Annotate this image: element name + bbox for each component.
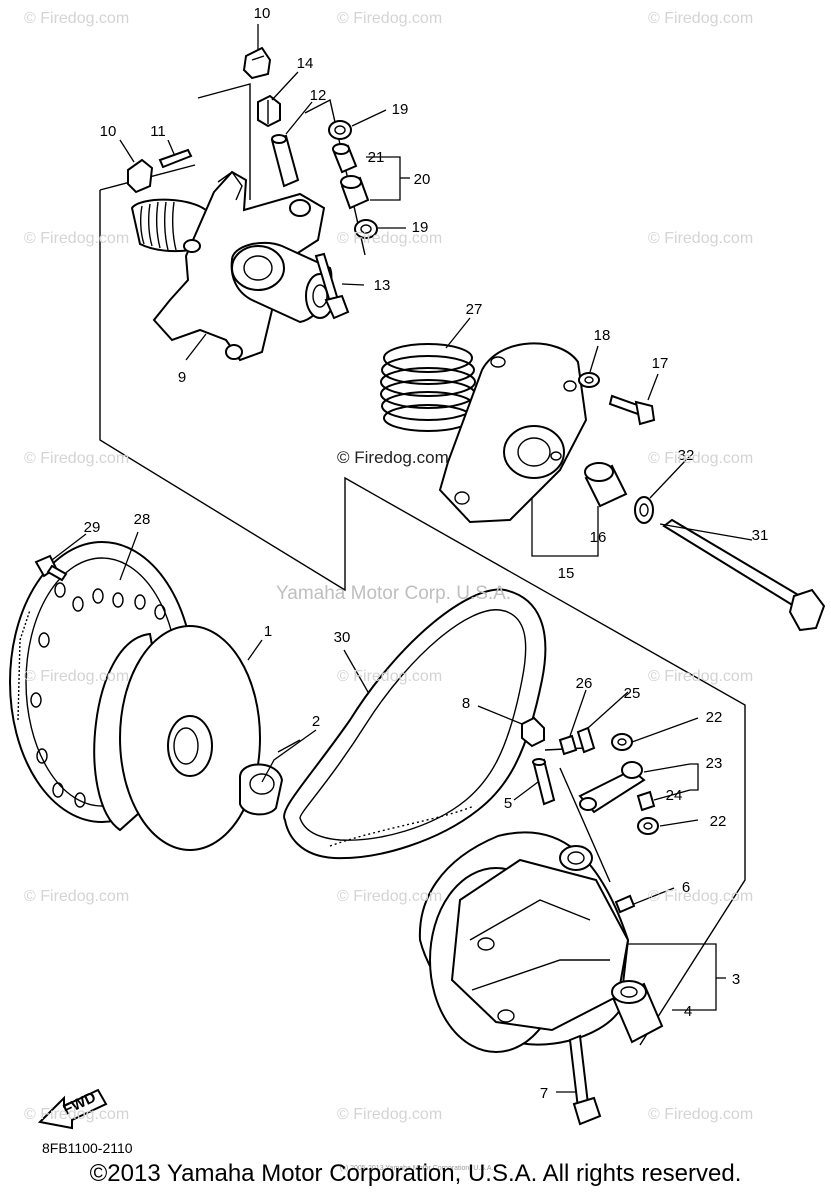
callout-22-bottom: 22 (710, 813, 727, 830)
watermark: © Firedog.com (648, 1106, 754, 1123)
watermark: © Firedog.com (24, 668, 130, 685)
part-16-bushing (584, 462, 628, 508)
part-23-arm (578, 761, 646, 814)
part-32-washer (634, 496, 654, 524)
callout-23: 23 (706, 755, 723, 772)
callout-leader-lines (51, 24, 753, 1093)
watermark: © Firedog.com (24, 888, 130, 905)
watermark: © Firedog.com (337, 1106, 443, 1123)
part-19-washer-top (328, 120, 352, 140)
part-14-nut (257, 94, 281, 128)
diagram-code: 8FB1100-2110 (42, 1140, 133, 1156)
part-2-collar (239, 763, 284, 816)
part-22-washer-bottom (637, 817, 659, 835)
part-19-washer-bottom (354, 219, 378, 239)
callout-19-top: 19 (392, 101, 409, 118)
callout-11: 11 (150, 123, 166, 140)
callout-29: 29 (84, 519, 101, 536)
part-3-secondary-sheave (418, 831, 630, 1053)
watermark: © Firedog.com (24, 1106, 130, 1123)
callout-6: 6 (682, 879, 690, 896)
part-31-long-bolt (662, 518, 826, 632)
callout-13: 13 (374, 277, 391, 294)
callout-4: 4 (684, 1003, 692, 1020)
copyright-notice: ©2013 Yamaha Motor Corporation, U.S.A. A… (89, 1160, 742, 1187)
part-22-washer-top (611, 733, 633, 751)
watermark: © Firedog.com (648, 230, 754, 247)
callout-21: 21 (368, 149, 385, 166)
overlay-watermark: Yamaha Motor Corp. U.S.A. (276, 583, 512, 604)
callout-9: 9 (178, 369, 186, 386)
watermark: © Firedog.com (24, 10, 130, 27)
part-12-pin (270, 134, 300, 188)
callout-22-top: 22 (706, 709, 723, 726)
callout-27: 27 (466, 301, 483, 318)
center-watermark: © Firedog.com (337, 448, 449, 467)
callout-16: 16 (590, 529, 607, 546)
callout-19-bottom: 19 (412, 219, 429, 236)
callout-28: 28 (134, 511, 151, 528)
callout-3: 3 (732, 971, 740, 988)
part-1-sliding-sheave (93, 625, 261, 851)
part-13-bolt (314, 252, 350, 320)
callout-24: 24 (666, 787, 683, 804)
part-27-spring (380, 343, 476, 432)
callout-31: 31 (752, 527, 769, 544)
part-11-pin (158, 148, 193, 169)
part-25-bolt (576, 726, 596, 754)
watermark: © Firedog.com (24, 230, 130, 247)
watermark: © Firedog.com (337, 10, 443, 27)
watermark: © Firedog.com (648, 888, 754, 905)
part-10-clip-left (127, 158, 154, 194)
watermark: © Firedog.com (337, 888, 443, 905)
callout-15: 15 (558, 565, 575, 582)
watermark: © Firedog.com (337, 668, 443, 685)
callout-30: 30 (334, 629, 351, 646)
part-15-cam-cover (438, 342, 588, 524)
callout-25: 25 (624, 685, 641, 702)
part-26-pin (558, 734, 578, 756)
callout-18: 18 (594, 327, 611, 344)
callout-10-top: 10 (254, 5, 271, 22)
tiny-copyright: (c) 2005-2013 Yamaha Motor Corporation, … (340, 1165, 494, 1172)
callout-17: 17 (652, 355, 669, 372)
callout-labels: 10 14 12 19 10 11 21 20 19 13 9 27 18 17… (84, 5, 769, 1102)
callout-10-left: 10 (100, 123, 117, 140)
callout-20: 20 (414, 171, 431, 188)
part-5-pin (532, 758, 556, 806)
watermark: © Firedog.com (648, 668, 754, 685)
callout-8: 8 (462, 695, 470, 712)
part-17-bolt (608, 394, 656, 426)
callout-5: 5 (504, 795, 512, 812)
part-4-bushing (611, 980, 664, 1044)
part-20-roller (340, 175, 370, 210)
callout-32: 32 (678, 447, 695, 464)
part-10-clip-top (242, 46, 272, 80)
part-30-drive-belt (283, 588, 547, 860)
part-21-bushing (332, 143, 358, 174)
part-7-bolt (568, 1034, 602, 1126)
callout-7: 7 (540, 1085, 548, 1102)
watermark: © Firedog.com (337, 230, 443, 247)
part-6-set-screw (614, 894, 636, 914)
part-8-nut (521, 716, 545, 748)
part-29-screw (34, 554, 68, 582)
watermark: © Firedog.com (24, 450, 130, 467)
assembly-guide-lines (99, 83, 746, 1046)
callout-12: 12 (310, 87, 327, 104)
watermark: © Firedog.com (648, 10, 754, 27)
callout-2: 2 (312, 713, 320, 730)
watermark: © Firedog.com (648, 450, 754, 467)
callout-1: 1 (264, 623, 272, 640)
callout-14: 14 (297, 55, 314, 72)
callout-26: 26 (576, 675, 593, 692)
part-18-washer (578, 372, 600, 388)
part-24-roller (636, 790, 656, 812)
part-9-fixed-sheave-shaft (130, 170, 335, 362)
